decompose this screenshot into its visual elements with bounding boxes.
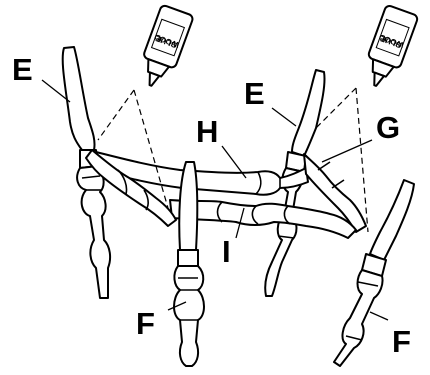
leg-front-left [174,162,204,366]
callout-h: H [196,114,218,149]
glue-bottle-left: WOOD GLUE [135,4,194,91]
glue-bottle-right: WOOD GLUE [359,5,418,92]
callout-e-left: E [12,52,33,87]
callout-e-right: E [244,76,265,111]
callout-f-right: F [392,324,411,359]
callout-f-left: F [136,306,155,341]
callout-i: I [222,234,231,269]
callout-g: G [376,110,400,145]
